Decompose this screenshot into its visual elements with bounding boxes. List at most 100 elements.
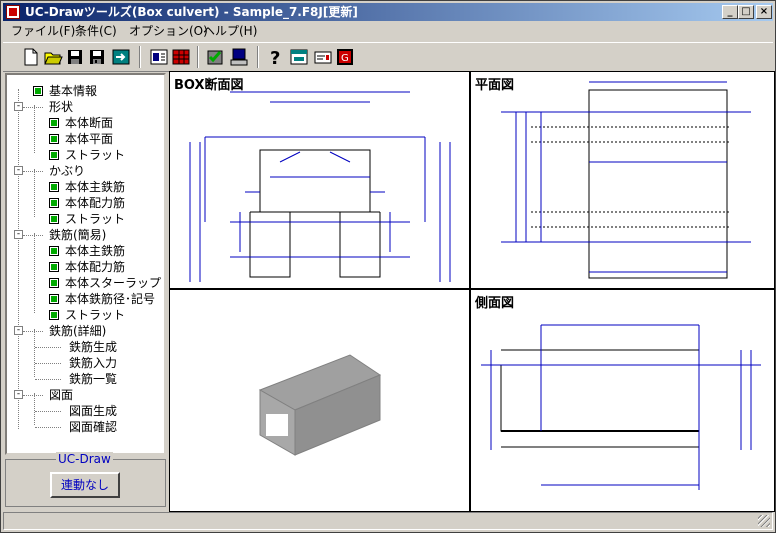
section-left-footing (249, 212, 291, 278)
tree-item-body-plan[interactable]: 本体平面 (37, 131, 113, 147)
checkbox[interactable] (49, 262, 59, 272)
tree-group-rebar-simple[interactable]: -鉄筋(簡易) (13, 227, 106, 243)
save-icon[interactable] (65, 47, 85, 67)
tree-item-label: ストラット (65, 148, 126, 162)
tree-item-distribution-rebar[interactable]: 本体配力筋 (37, 259, 125, 275)
tree-group-shape[interactable]: - 形状 (13, 99, 73, 115)
checkbox[interactable] (49, 198, 59, 208)
tree-item-strut[interactable]: ストラット (37, 147, 125, 163)
tree-item-label: 鉄筋(詳細) (49, 324, 107, 338)
tree-item-main-rebar[interactable]: 本体主鉄筋 (37, 179, 125, 195)
resize-grip-icon[interactable] (758, 515, 770, 527)
card-icon[interactable] (313, 47, 333, 67)
open-folder-icon[interactable] (43, 47, 63, 67)
computer-icon[interactable] (229, 47, 249, 67)
tree-item-label: 形状 (49, 100, 74, 114)
tree-connector (23, 395, 43, 396)
tree-item-rebar-input[interactable]: 鉄筋入力 (35, 355, 118, 371)
box-opening (266, 414, 288, 436)
collapse-icon[interactable]: - (14, 326, 23, 335)
menu-conditions[interactable]: 条件(C) (75, 24, 117, 38)
section-right-footing (339, 212, 381, 278)
checkbox[interactable] (49, 182, 59, 192)
maximize-button[interactable]: □ (738, 5, 754, 19)
perspective-drawing (258, 354, 382, 456)
link-toggle-button[interactable]: 連動なし (50, 472, 120, 498)
collapse-icon[interactable]: - (14, 102, 23, 111)
tree-connector (23, 107, 43, 108)
side-outline (500, 364, 700, 432)
tree-item-rebar-list[interactable]: 鉄筋一覧 (35, 371, 118, 387)
menu-help[interactable]: ヘルプ(H) (203, 24, 258, 38)
tree-item-drawing-generate[interactable]: 図面生成 (35, 403, 117, 419)
checkbox[interactable] (49, 134, 59, 144)
checkbox[interactable] (49, 278, 59, 288)
tree-connector (23, 235, 43, 236)
tree-item-label: ストラット (65, 308, 126, 322)
tree-item-stirrup[interactable]: 本体スターラップ (37, 275, 161, 291)
tree-item-label: 鉄筋入力 (69, 356, 118, 370)
checkbox[interactable] (49, 150, 59, 160)
close-button[interactable]: × (756, 5, 772, 19)
layout-icon[interactable] (149, 47, 169, 67)
new-file-icon[interactable] (21, 47, 41, 67)
tree-group-drawing[interactable]: - 図面 (13, 387, 73, 403)
tree-group-rebar-detail[interactable]: - 鉄筋(詳細) (13, 323, 106, 339)
help-icon[interactable]: ? (265, 47, 285, 67)
menu-options[interactable]: オプション(O) (129, 24, 208, 38)
section-rebar-lines (230, 221, 410, 258)
tree-item-basic-info[interactable]: 基本情報 (21, 83, 97, 99)
tree-connector (18, 89, 19, 429)
section-view[interactable]: BOX断面図 (169, 71, 470, 289)
collapse-icon[interactable]: - (14, 390, 23, 399)
minimize-button[interactable]: _ (722, 5, 738, 19)
side-drawing (481, 324, 761, 490)
side-view[interactable]: 側面図 (470, 289, 775, 512)
checkbox[interactable] (33, 86, 43, 96)
tree-connector (23, 331, 43, 332)
tree-item-rebar-generate[interactable]: 鉄筋生成 (35, 339, 118, 355)
tree-item-drawing-check[interactable]: 図面確認 (35, 419, 117, 435)
tree-item-strut[interactable]: ストラット (37, 211, 125, 227)
tree-item-rebar-diameter[interactable]: 本体鉄筋径･記号 (37, 291, 155, 307)
tree-item-label: 図面 (49, 388, 74, 402)
toolbar: ? G (3, 42, 773, 72)
tree-item-body-section[interactable]: 本体断面 (37, 115, 113, 131)
side-dimension-verticals (540, 325, 700, 490)
menu-file[interactable]: ファイル(F) (11, 24, 76, 38)
section-dimension-lines (230, 91, 410, 178)
ucdraw-icon[interactable]: G (335, 47, 355, 67)
collapse-icon[interactable]: - (14, 230, 23, 239)
tree-item-label: 鉄筋生成 (69, 340, 118, 354)
checkbox[interactable] (49, 294, 59, 304)
app-icon[interactable] (6, 5, 20, 19)
checkbox[interactable] (49, 310, 59, 320)
tree-connector (34, 233, 35, 313)
tree-item-distribution-rebar[interactable]: 本体配力筋 (37, 195, 125, 211)
section-outline (259, 149, 371, 213)
checkbox[interactable] (49, 246, 59, 256)
plan-view[interactable]: 平面図 (470, 71, 775, 289)
tree-connector (35, 379, 61, 380)
check-icon[interactable] (205, 47, 225, 67)
export-icon[interactable] (111, 47, 131, 67)
plan-outline (588, 89, 728, 279)
tree-item-label: 基本情報 (49, 84, 98, 98)
svg-text:G: G (341, 53, 349, 64)
title-bar[interactable]: UC-Drawツールズ(Box culvert) - Sample_7.F8J[… (3, 3, 773, 21)
navigation-tree[interactable]: 基本情報 - 形状 本体断面 本体平面 ストラット -かぶり 本体主鉄筋 本体配力… (5, 73, 166, 455)
collapse-icon[interactable]: - (14, 166, 23, 175)
tree-item-strut[interactable]: ストラット (37, 307, 125, 323)
tree-item-label: 鉄筋一覧 (69, 372, 118, 386)
checkbox[interactable] (49, 118, 59, 128)
table-icon[interactable] (171, 47, 191, 67)
tree-item-main-rebar[interactable]: 本体主鉄筋 (37, 243, 125, 259)
save-as-icon[interactable] (87, 47, 107, 67)
checkbox[interactable] (49, 214, 59, 224)
window-icon[interactable] (289, 47, 309, 67)
tree-connector (35, 411, 61, 412)
perspective-view[interactable] (169, 289, 470, 512)
ucdraw-group-label: UC-Draw (56, 452, 113, 466)
tree-group-cover[interactable]: -かぶり (13, 163, 85, 179)
svg-text:?: ? (270, 48, 280, 67)
